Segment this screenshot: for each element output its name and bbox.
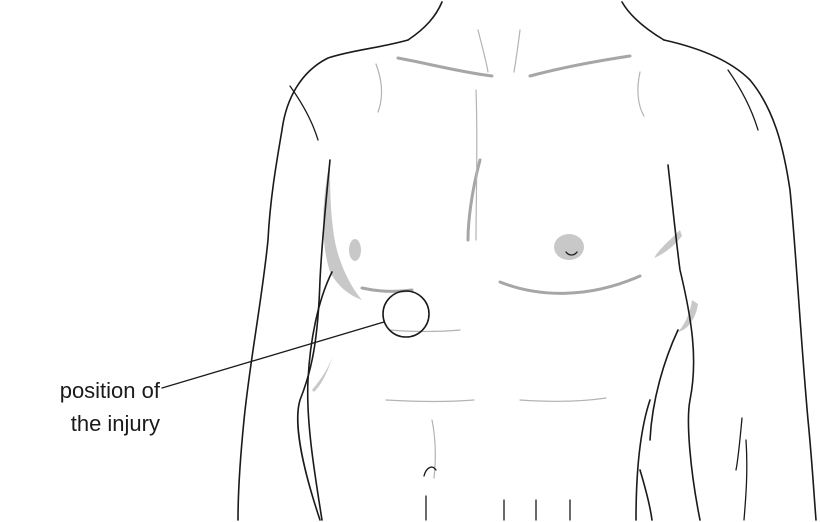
neck [408,2,664,40]
left-arm-outline [238,40,408,520]
abdomen-lines [386,330,606,520]
chest-lines [362,30,644,293]
callout-line-1: position of [60,374,160,407]
callout-leader-line [162,322,384,388]
injury-callout-label: position of the injury [60,374,160,440]
injury-marker-circle [383,291,429,337]
right-arm-outline [636,40,816,520]
callout-line-2: the injury [60,407,160,440]
torso-sides [308,272,678,520]
